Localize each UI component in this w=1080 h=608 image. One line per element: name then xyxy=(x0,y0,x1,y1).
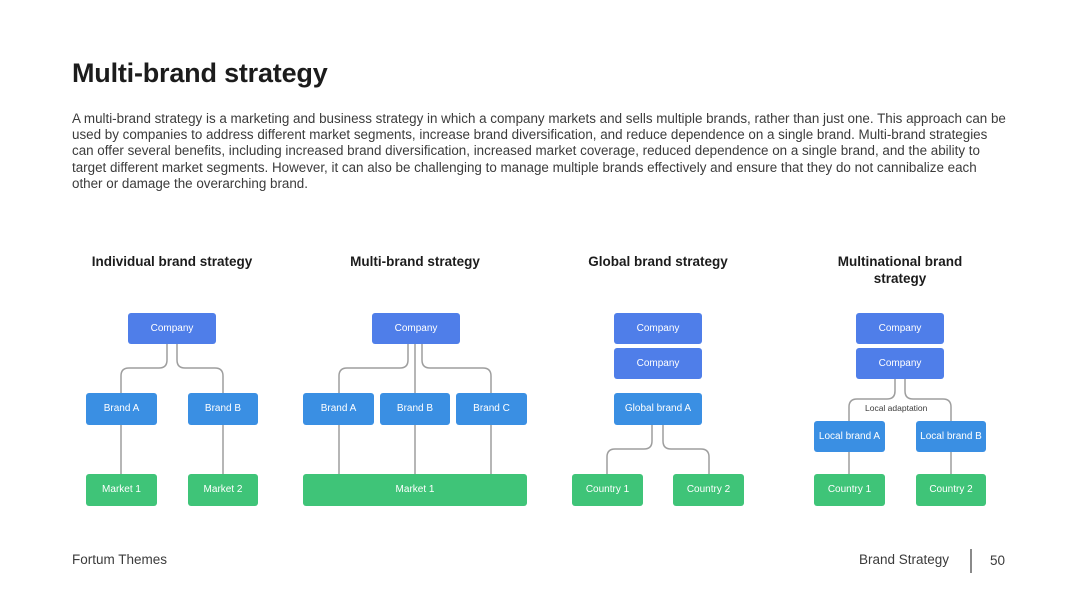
slide-title: Multi-brand strategy xyxy=(72,58,328,88)
individual-market-1-node: Market 1 xyxy=(86,474,157,506)
multinational-brand-strategy-title: Multinational brand strategy xyxy=(837,254,963,286)
local-adaptation-label: Local adaptation xyxy=(862,403,931,414)
individual-market-2-node: Market 2 xyxy=(188,474,258,506)
individual-brand-strategy-title: Individual brand strategy xyxy=(91,254,253,269)
connector-line xyxy=(904,379,952,421)
connector-line xyxy=(176,344,224,393)
global-country-2-node: Country 2 xyxy=(673,474,744,506)
footer-section-name: Brand Strategy xyxy=(859,552,950,567)
multi-brand-a-node: Brand A xyxy=(303,393,374,425)
footer-divider xyxy=(970,549,972,573)
individual-brand-a-node: Brand A xyxy=(86,393,157,425)
global-company-node: Company xyxy=(614,313,702,344)
global-country-1-node: Country 1 xyxy=(572,474,643,506)
connector-line xyxy=(338,344,409,393)
global-brand-strategy-title: Global brand strategy xyxy=(588,254,728,269)
page-number: 50 xyxy=(990,553,1006,568)
connector-line xyxy=(120,344,168,393)
connector-line xyxy=(662,425,710,474)
connector-line xyxy=(848,379,896,421)
multi-market-1-node: Market 1 xyxy=(303,474,527,506)
multinational-company-node-2: Company xyxy=(856,348,944,379)
global-company-node-2: Company xyxy=(614,348,702,379)
individual-company-node: Company xyxy=(128,313,216,344)
multinational-company-node: Company xyxy=(856,313,944,344)
individual-brand-b-node: Brand B xyxy=(188,393,258,425)
global-brand-a-node: Global brand A xyxy=(614,393,702,425)
connector-line xyxy=(421,344,492,393)
multinational-country-2-node: Country 2 xyxy=(916,474,986,506)
connector-line xyxy=(606,425,653,474)
multi-brand-b-node: Brand B xyxy=(380,393,450,425)
multi-brand-c-node: Brand C xyxy=(456,393,527,425)
footer-brand-name: Fortum Themes xyxy=(72,552,168,567)
multinational-local-brand-b-node: Local brand B xyxy=(916,421,986,452)
slide-description: A multi-brand strategy is a marketing an… xyxy=(72,111,1006,191)
multinational-country-1-node: Country 1 xyxy=(814,474,885,506)
multi-brand-strategy-title: Multi-brand strategy xyxy=(350,254,480,269)
multi-company-node: Company xyxy=(372,313,460,344)
multinational-local-brand-a-node: Local brand A xyxy=(814,421,885,452)
